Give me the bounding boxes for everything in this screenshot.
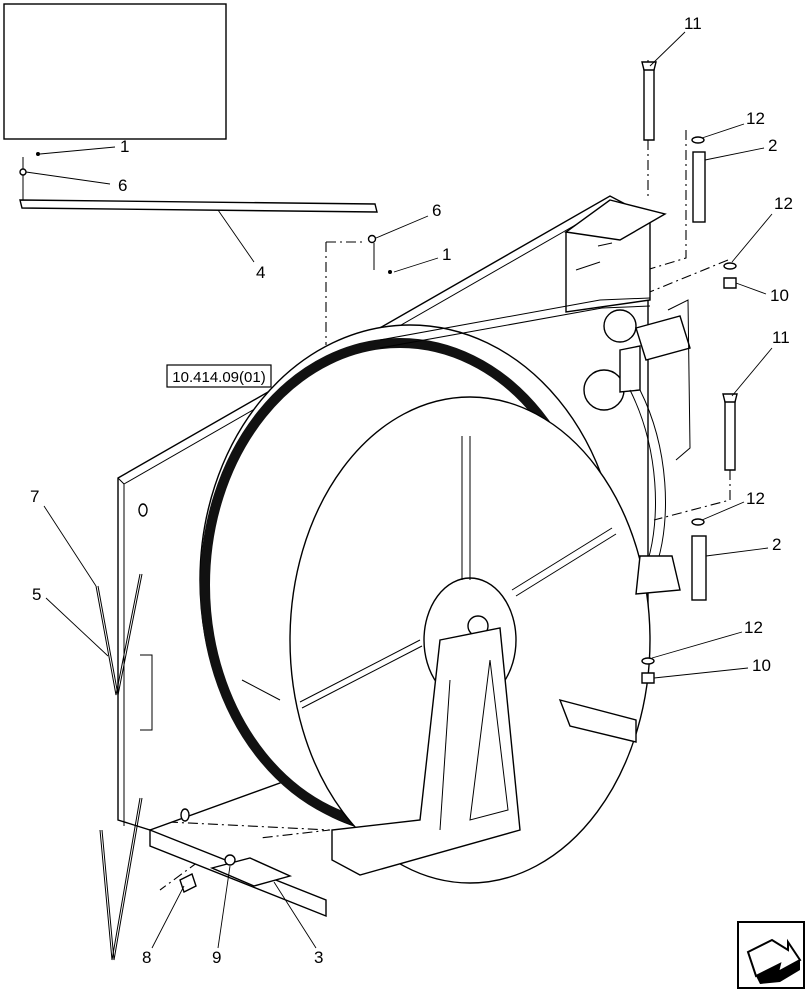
callout-6: 6 xyxy=(118,176,127,195)
callout-12: 12 xyxy=(746,489,765,508)
callout-11: 11 xyxy=(684,14,702,33)
upper-bracket xyxy=(564,199,667,313)
callout-1: 1 xyxy=(120,137,129,156)
callout-10: 10 xyxy=(770,286,789,305)
hose-reel-drum xyxy=(199,324,651,884)
callout-1: 1 xyxy=(442,245,451,264)
reel-stand xyxy=(331,627,637,876)
callout-7: 7 xyxy=(30,487,39,506)
callout-2: 2 xyxy=(772,535,781,554)
callout-4: 4 xyxy=(256,263,265,282)
callout-12: 12 xyxy=(744,618,763,637)
decal-placeholder-box xyxy=(3,3,227,140)
leader-lines xyxy=(25,31,773,949)
callout-6: 6 xyxy=(432,201,441,220)
callout-12: 12 xyxy=(746,109,765,128)
callout-3: 3 xyxy=(314,948,323,967)
callout-9: 9 xyxy=(212,948,221,967)
callout-11: 11 xyxy=(772,328,790,347)
support-bar xyxy=(19,152,392,274)
right-fasteners xyxy=(641,61,738,684)
callout-8: 8 xyxy=(142,948,151,967)
reference-box-label: 10.414.09(01) xyxy=(172,369,265,386)
callout-10: 10 xyxy=(752,656,771,675)
hydraulic-hoses xyxy=(379,297,691,595)
callout-5: 5 xyxy=(32,585,41,604)
callout-12: 12 xyxy=(774,194,793,213)
next-page-arrow-icon[interactable] xyxy=(737,921,805,989)
chains xyxy=(95,573,143,961)
lower-bracket xyxy=(149,828,327,918)
callout-2: 2 xyxy=(768,136,777,155)
reference-box[interactable]: 10.414.09(01) xyxy=(166,364,272,388)
callout-numbers: 1 6 4 6 1 11 12 2 12 10 11 12 2 12 10 7 … xyxy=(30,14,793,967)
